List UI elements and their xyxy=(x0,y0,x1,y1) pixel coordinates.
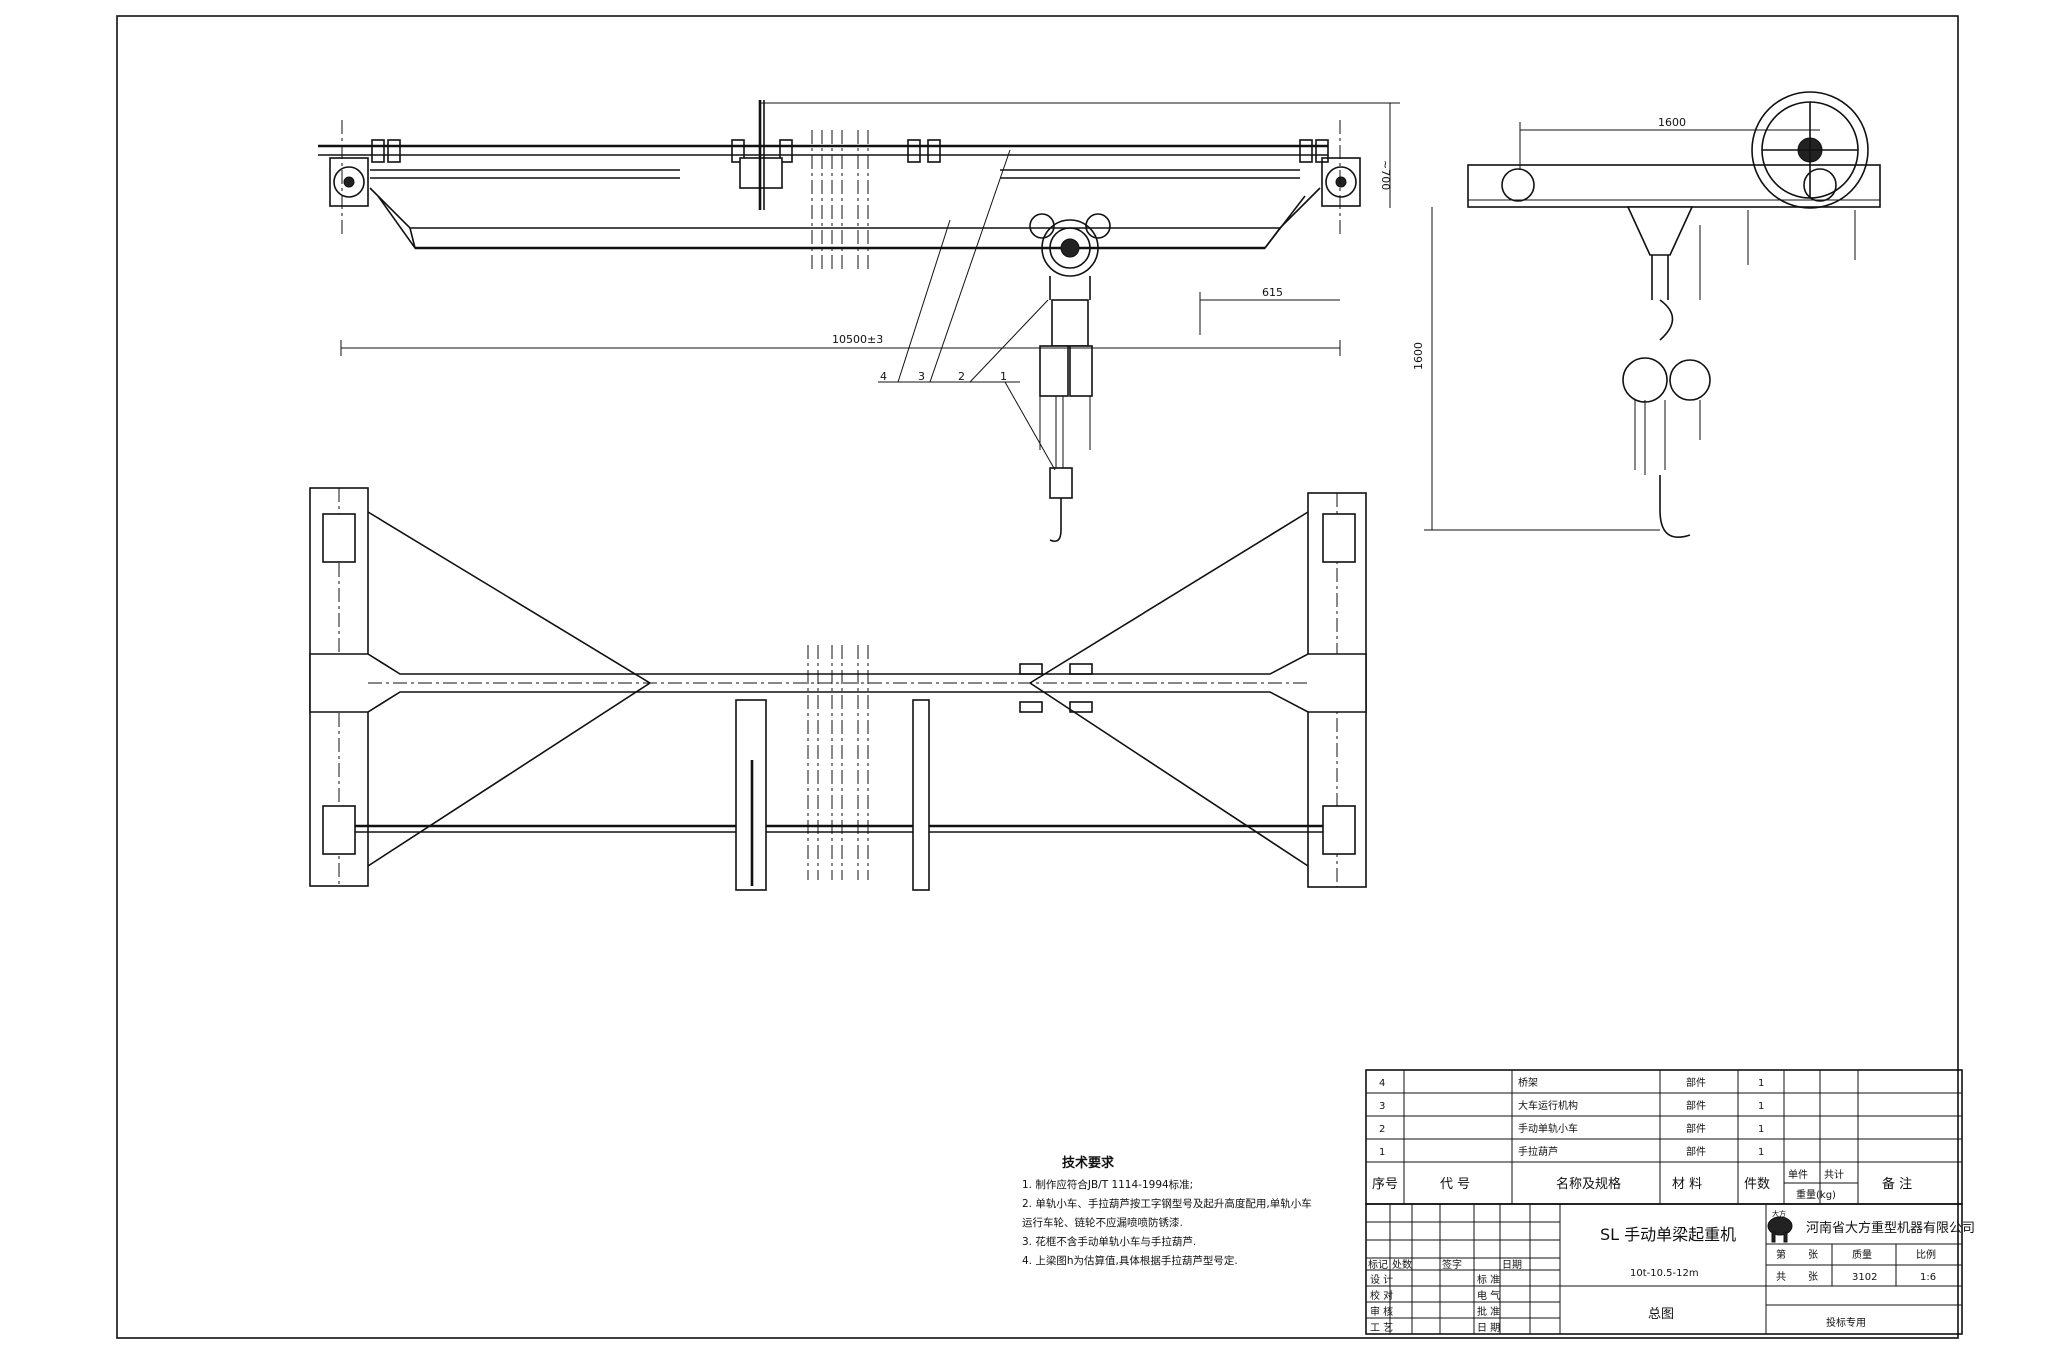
front-elevation-view: 10500±3 615 ~700 4 3 2 1 xyxy=(318,100,1400,543)
note-line-2: 2. 单轨小车、手拉葫芦按工字钢型号及起升高度配用,单轨小车 xyxy=(1022,1197,1312,1210)
bom-header-remark: 备 注 xyxy=(1882,1176,1912,1192)
balloon-2: 2 xyxy=(958,370,965,383)
notes-title: 技术要求 xyxy=(1062,1155,1115,1171)
bill-of-materials: 4 桥架 部件 1 3 大车运行机构 部件 1 2 手动单轨小车 部件 1 1 … xyxy=(1365,1069,1963,1205)
bom-row-1-name: 手拉葫芦 xyxy=(1518,1145,1558,1158)
sheet-label-1: 第 xyxy=(1776,1248,1786,1261)
note-line-1: 1. 制作应符合JB/T 1114-1994标准; xyxy=(1022,1178,1193,1191)
plan-view xyxy=(309,487,1367,891)
role-date: 日 期 xyxy=(1477,1322,1500,1334)
bom-row-3-name: 大车运行机构 xyxy=(1518,1099,1578,1112)
bom-row-1-material: 部件 xyxy=(1686,1145,1706,1158)
mass-value: 3102 xyxy=(1852,1272,1877,1283)
rev-label-count: 处数 xyxy=(1392,1258,1412,1271)
drawing-spec: 10t-10.5-12m xyxy=(1630,1268,1699,1279)
role-design: 设 计 xyxy=(1370,1273,1393,1286)
title-block: SL 手动单梁起重机 10t-10.5-12m 总图 河南省大方重型机器有限公司… xyxy=(1365,1203,1975,1335)
side-height-dimension: 1600 xyxy=(1412,342,1425,370)
rev-label-sign: 签字 xyxy=(1442,1258,1462,1271)
stamp-text: 投标专用 xyxy=(1826,1316,1866,1329)
bom-row-2-name: 手动单轨小车 xyxy=(1518,1122,1578,1135)
balloon-4: 4 xyxy=(880,370,887,383)
bom-row-3-no: 3 xyxy=(1379,1101,1385,1112)
bom-header-no: 序号 xyxy=(1372,1177,1398,1192)
company-logo-icon xyxy=(1767,1216,1793,1243)
bom-row-1-qty: 1 xyxy=(1758,1147,1764,1158)
company-name: 河南省大方重型机器有限公司 xyxy=(1806,1220,1975,1236)
side-width-dimension: 1600 xyxy=(1658,116,1686,129)
sheet-total-label-1: 共 xyxy=(1776,1271,1786,1283)
bom-header-qty: 件数 xyxy=(1744,1177,1770,1192)
note-line-5: 4. 上梁图h为估算值,具体根据手拉葫芦型号定. xyxy=(1022,1254,1238,1267)
scale-label: 比例 xyxy=(1916,1248,1936,1261)
bom-header-total-weight: 共计 xyxy=(1824,1168,1844,1181)
mass-label: 质量 xyxy=(1852,1249,1872,1261)
rev-label-mark: 标记 xyxy=(1368,1259,1388,1271)
bom-row-4-no: 4 xyxy=(1379,1078,1385,1089)
bom-row-2-material: 部件 xyxy=(1686,1122,1706,1135)
role-approve: 批 准 xyxy=(1477,1305,1500,1318)
bom-header-name: 名称及规格 xyxy=(1556,1176,1621,1192)
balloon-1: 1 xyxy=(1000,370,1007,383)
role-review: 审 核 xyxy=(1370,1305,1393,1318)
role-standard: 标 准 xyxy=(1477,1274,1500,1286)
span-dimension: 10500±3 xyxy=(832,333,883,346)
bom-row-4-material: 部件 xyxy=(1686,1076,1706,1089)
bom-row-1-no: 1 xyxy=(1379,1147,1385,1158)
role-check: 校 对 xyxy=(1370,1289,1393,1302)
drawing-border xyxy=(116,15,1959,1339)
note-line-4: 3. 花框不含手动单轨小车与手拉葫芦. xyxy=(1022,1235,1196,1248)
sheet-total-label-2: 张 xyxy=(1808,1271,1818,1283)
drawing-title: SL 手动单梁起重机 xyxy=(1600,1225,1736,1244)
bom-header-material: 材 料 xyxy=(1672,1177,1702,1192)
role-electric: 电 气 xyxy=(1477,1289,1500,1302)
role-process: 工 艺 xyxy=(1370,1322,1393,1334)
note-line-3: 运行车轮、链轮不应漏喷喷防锈漆. xyxy=(1022,1216,1183,1229)
bom-header-unit-weight: 单件 xyxy=(1788,1169,1808,1181)
balloon-3: 3 xyxy=(918,370,925,383)
bom-row-4-qty: 1 xyxy=(1758,1078,1764,1089)
sheet-label-2: 张 xyxy=(1808,1249,1818,1261)
technical-requirements: 技术要求 1. 制作应符合JB/T 1114-1994标准; 2. 单轨小车、手… xyxy=(1022,1155,1312,1267)
drawing-name: 总图 xyxy=(1648,1307,1674,1322)
bom-row-2-no: 2 xyxy=(1379,1124,1385,1135)
bom-row-2-qty: 1 xyxy=(1758,1124,1764,1135)
bom-header-weight: 重量(kg) xyxy=(1796,1188,1836,1201)
bom-row-4-name: 桥架 xyxy=(1518,1077,1538,1089)
bom-row-3-material: 部件 xyxy=(1686,1099,1706,1112)
trolley-offset-dimension: 615 xyxy=(1262,286,1283,299)
height-dimension: ~700 xyxy=(1379,160,1392,190)
logo-text: 大方 xyxy=(1772,1209,1786,1218)
side-elevation-view: 1600 1600 xyxy=(1412,91,1881,538)
bom-row-3-qty: 1 xyxy=(1758,1101,1764,1112)
scale-value: 1:6 xyxy=(1920,1272,1936,1283)
rev-label-date: 日期 xyxy=(1502,1259,1522,1271)
bom-header-code: 代 号 xyxy=(1440,1177,1470,1192)
